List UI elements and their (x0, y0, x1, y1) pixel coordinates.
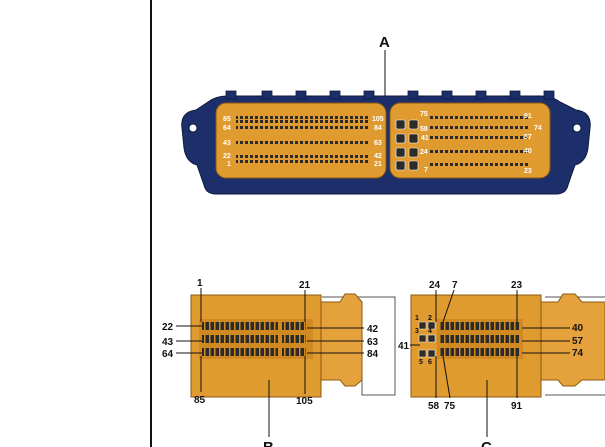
connector-c-label-41: 41 (398, 341, 410, 352)
connector-b-shell (320, 293, 363, 387)
top-pin-21: 21 (374, 161, 382, 168)
top-pin-74: 74 (534, 125, 542, 132)
connector-b-label-85: 85 (194, 395, 206, 406)
connector-b-row-3b (282, 348, 306, 356)
mount-hole-right (572, 123, 582, 133)
top-connector: A (181, 34, 591, 195)
connector-c-label-75: 75 (444, 401, 456, 412)
connector-b-label-42: 42 (367, 324, 379, 335)
top-pin-7: 7 (424, 167, 428, 174)
connector-b-label-43: 43 (162, 337, 174, 348)
top-pin-42: 42 (374, 153, 382, 160)
connector-c-label-40: 40 (572, 323, 584, 334)
connector-c-row-3 (440, 348, 520, 356)
connector-c-shell (540, 293, 605, 387)
connector-b-leaders (176, 288, 364, 437)
connector-c-label-24: 24 (429, 280, 441, 291)
connector-b-label-22: 22 (162, 322, 174, 333)
connector-c-pin-3: 3 (415, 328, 419, 335)
top-pin-rows (236, 120, 370, 123)
connector-c-pin-6: 6 (428, 359, 432, 366)
connector-b-row-3 (202, 348, 278, 356)
top-pin-24: 24 (420, 149, 428, 156)
top-pin-58: 58 (420, 126, 428, 133)
connector-c-pin-2: 2 (428, 315, 432, 322)
top-left-pin-grid (236, 116, 370, 163)
mount-hole-left (188, 123, 198, 133)
connector-b-row-1b (282, 322, 306, 330)
connector-c-pin-5: 5 (419, 359, 423, 366)
connector-c-pin-4: 4 (428, 328, 432, 335)
connector-c-label-7: 7 (452, 280, 458, 291)
connector-b-label-63: 63 (367, 337, 379, 348)
connector-c-small-pins (418, 321, 436, 358)
top-pin-1: 1 (227, 161, 231, 168)
callout-b-label: B (263, 439, 274, 447)
connector-b-row-2 (202, 335, 278, 343)
top-insert-left (215, 102, 387, 179)
connector-b-label-21: 21 (299, 280, 311, 291)
connector-c-label-91: 91 (511, 401, 523, 412)
connector-c-label-23: 23 (511, 280, 523, 291)
top-pin-63: 63 (374, 140, 382, 147)
top-pin-84: 84 (374, 125, 382, 132)
connector-c-pin-1: 1 (415, 315, 419, 322)
top-pin-43: 43 (223, 140, 231, 147)
top-large-pins (395, 119, 419, 171)
top-pin-64: 64 (223, 125, 231, 132)
top-pin-85: 85 (223, 116, 231, 123)
connector-b-label-1: 1 (197, 278, 203, 289)
top-pin-91: 91 (524, 113, 532, 120)
top-pin-75: 75 (420, 111, 428, 118)
top-right-pin-grid (430, 116, 530, 166)
connector-b-label-64: 64 (162, 349, 174, 360)
connector-c-row-1 (440, 322, 520, 330)
connector-c-label-58: 58 (428, 401, 440, 412)
top-pin-40: 40 (524, 148, 532, 155)
connector-c-label-74: 74 (572, 348, 584, 359)
connector-c-row-2 (440, 335, 520, 343)
connector-c-leaders (410, 289, 570, 437)
connector-b: 1 21 22 43 64 42 63 84 85 105 B (162, 278, 396, 447)
connector-b-label-105: 105 (296, 396, 313, 407)
callout-a-label: A (379, 34, 390, 51)
top-frame-ribs (225, 90, 555, 100)
callout-c-label: C (481, 439, 492, 447)
top-insert-right (389, 102, 551, 179)
connector-c: 1 2 3 4 5 6 24 7 23 41 40 57 74 58 75 91… (398, 280, 605, 447)
top-pin-23: 23 (524, 168, 532, 175)
connector-b-label-84: 84 (367, 349, 379, 360)
top-pin-105: 105 (372, 116, 384, 123)
top-pin-57: 57 (524, 134, 532, 141)
connector-c-label-57: 57 (572, 336, 584, 347)
connector-b-row-2b (282, 335, 306, 343)
top-pin-41: 41 (421, 135, 429, 142)
connector-b-row-1 (202, 322, 278, 330)
top-pin-22: 22 (223, 153, 231, 160)
